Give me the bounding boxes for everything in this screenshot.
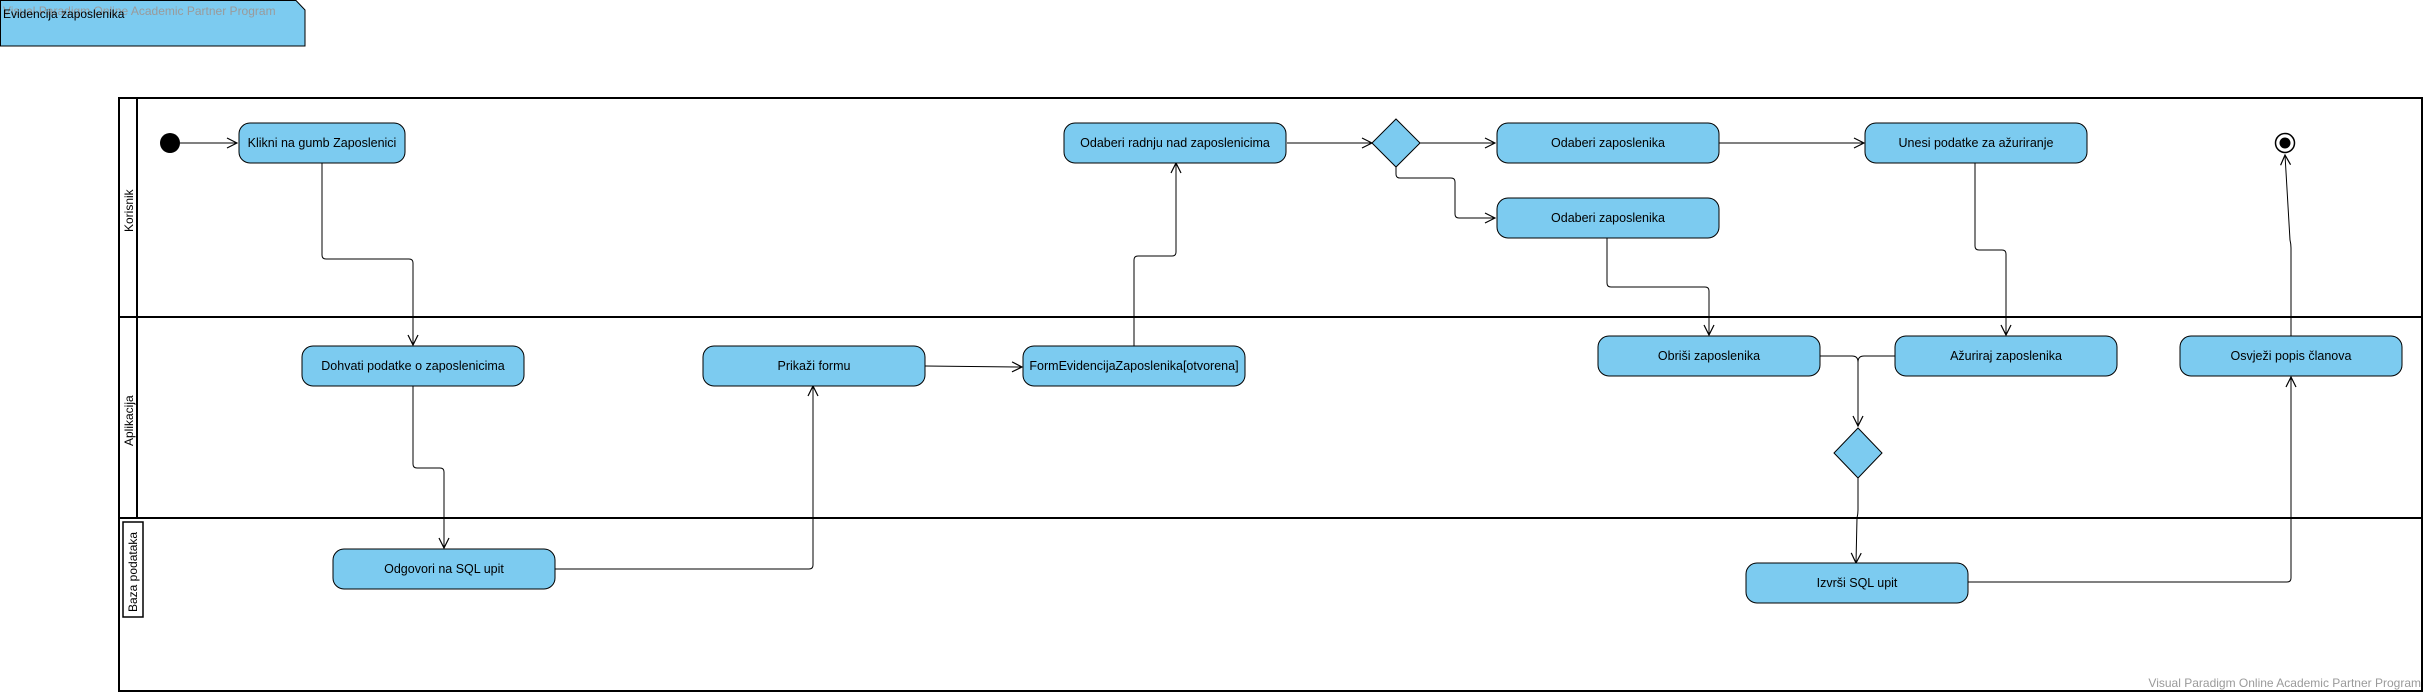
svg-text:Odaberi zaposlenika: Odaberi zaposlenika: [1551, 136, 1665, 150]
action-fetch-employee-data: Dohvati podatke o zaposlenicima: [301, 345, 525, 387]
flow-select-to-delete: [1606, 238, 1709, 335]
flow-enter-data-to-update: [1974, 163, 2006, 335]
flow-show-form-to-form: [924, 366, 1022, 367]
action-update-employee: Ažuriraj zaposlenika: [1894, 335, 2118, 377]
svg-text:Osvježi popis članova: Osvježi popis članova: [2231, 349, 2352, 363]
svg-text:Obriši zaposlenika: Obriši zaposlenika: [1658, 349, 1760, 363]
flow-decision-to-select-2: [1395, 167, 1495, 218]
flow-click-to-fetch: [321, 163, 413, 345]
action-select-employee-update: Odaberi zaposlenika: [1496, 122, 1720, 164]
lane-label-aplikacija: Aplikacija: [122, 395, 136, 446]
svg-text:Odaberi radnju nad zaposlenici: Odaberi radnju nad zaposlenicima: [1080, 136, 1270, 150]
lane-label-korisnik: Korisnik: [122, 189, 136, 232]
lane-label-baza-podataka: Baza podataka: [126, 531, 140, 612]
svg-text:Odgovori na SQL upit: Odgovori na SQL upit: [384, 562, 504, 576]
action-select-employee-delete: Odaberi zaposlenika: [1496, 197, 1720, 239]
svg-text:Klikni na gumb Zaposlenici: Klikni na gumb Zaposlenici: [248, 136, 397, 150]
flow-delete-to-merge: [1820, 355, 1858, 426]
flow-fetch-to-sql-answer: [412, 386, 444, 548]
action-answer-sql-query: Odgovori na SQL upit: [332, 548, 556, 590]
diagram-title: Evidencija zaposlenika: [3, 7, 125, 21]
action-enter-update-data: Unesi podatke za ažuriranje: [1864, 122, 2088, 164]
flow-sql-answer-to-show-form: [554, 386, 813, 570]
watermark-top: Visual Paradigm Online Academic Partner …: [3, 4, 276, 18]
svg-text:Prikaži formu: Prikaži formu: [778, 359, 851, 373]
final-node: [2274, 132, 2296, 154]
svg-text:Ažuriraj zaposlenika: Ažuriraj zaposlenika: [1950, 349, 2062, 363]
flow-update-to-merge: [1857, 355, 1895, 363]
decision-node-action-type: [1371, 118, 1421, 168]
action-click-employees: Klikni na gumb Zaposlenici: [238, 122, 406, 164]
action-refresh-member-list: Osvježi popis članova: [2179, 335, 2403, 377]
action-choose-employee-action: Odaberi radnju nad zaposlenicima: [1063, 122, 1287, 164]
flow-refresh-to-end: [2285, 155, 2292, 336]
flow-execute-sql-to-refresh: [1967, 377, 2291, 583]
action-execute-sql-query: Izvrši SQL upit: [1745, 562, 1969, 604]
merge-node-sql: [1833, 427, 1883, 479]
watermark-bottom: Visual Paradigm Online Academic Partner …: [2148, 676, 2421, 690]
frame-tab: [0, 0, 306, 47]
svg-text:FormEvidencijaZaposlenika[otvo: FormEvidencijaZaposlenika[otvorena]: [1029, 359, 1238, 373]
initial-node: [160, 133, 180, 153]
flow-form-to-choose-action: [1133, 163, 1176, 346]
svg-text:Dohvati podatke o zaposlenicim: Dohvati podatke o zaposlenicima: [321, 359, 504, 373]
action-delete-employee: Obriši zaposlenika: [1597, 335, 1821, 377]
flow-merge-to-execute-sql: [1856, 478, 1858, 563]
swimlane-pool: [118, 97, 2423, 692]
control-flows: [180, 143, 2292, 583]
object-node-form-open: FormEvidencijaZaposlenika[otvorena]: [1022, 345, 1246, 387]
svg-text:Izvrši SQL upit: Izvrši SQL upit: [1817, 576, 1898, 590]
svg-text:Unesi podatke za ažuriranje: Unesi podatke za ažuriranje: [1899, 136, 2054, 150]
svg-text:Odaberi zaposlenika: Odaberi zaposlenika: [1551, 211, 1665, 225]
action-show-form: Prikaži formu: [702, 345, 926, 387]
